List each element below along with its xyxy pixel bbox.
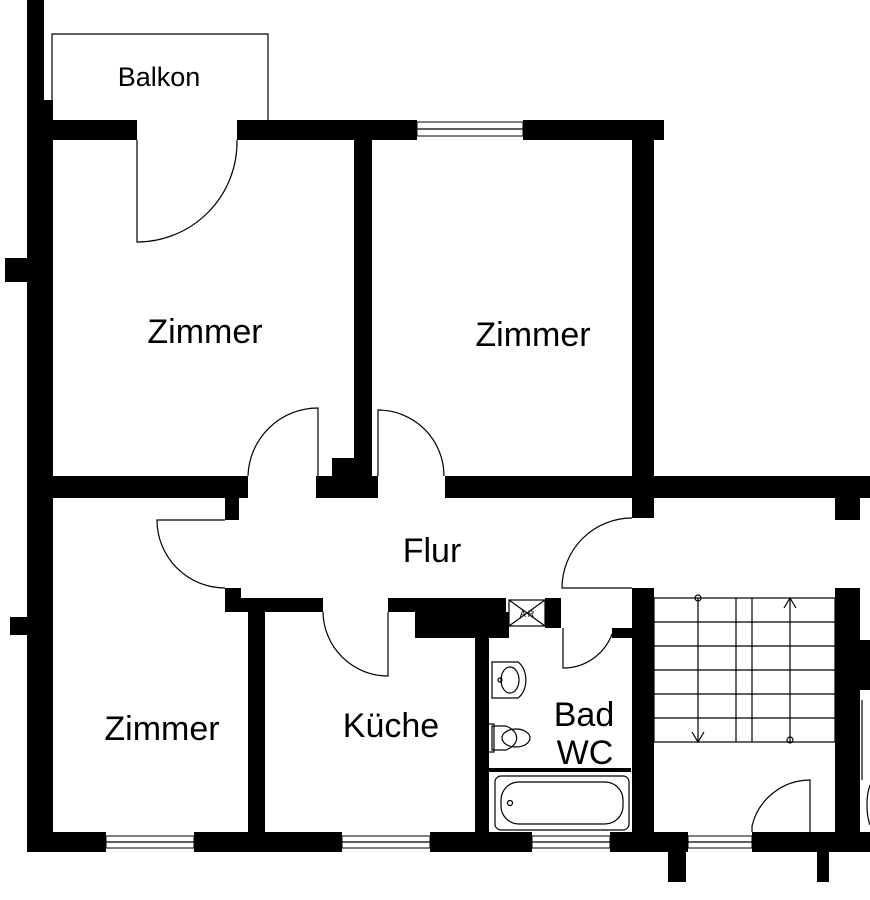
wall-hall-south-a <box>241 598 323 612</box>
stair-treads <box>654 621 835 719</box>
door-kitchen <box>322 611 389 677</box>
label-room-bottom-left: Zimmer <box>104 710 219 748</box>
wall-bath-tub-edge <box>489 768 631 772</box>
bath-fixtures: A R <box>487 599 630 831</box>
wall-stub-left-lower <box>10 617 27 635</box>
wall-jamb-hall-sw <box>225 588 241 612</box>
sink-icon <box>491 661 527 699</box>
door-room-top-left <box>247 407 319 477</box>
label-room-top-right: Zimmer <box>475 316 590 354</box>
wall-stair-north-stub <box>835 498 860 520</box>
top-wall-c <box>523 120 664 140</box>
wall-hall-south-b <box>388 598 506 612</box>
stair-arrow-down-icon <box>691 731 705 744</box>
window-bottom-1 <box>105 835 195 849</box>
window-top <box>416 121 524 137</box>
stair-start-dot-right <box>786 736 794 744</box>
wall-stair-east-stub <box>860 640 870 690</box>
stairwell <box>653 594 870 826</box>
outer-wall-left-top <box>27 0 44 100</box>
window-bottom-4 <box>687 835 753 849</box>
bottom-wall-d <box>610 832 688 852</box>
wall-jamb-bath <box>545 598 561 628</box>
bathtub-icon <box>494 775 630 831</box>
label-kitchen: Küche <box>343 707 439 745</box>
door-room-top-right <box>377 409 445 477</box>
wall-bath-ne-stub <box>612 628 632 638</box>
label-hallway: Flur <box>403 532 462 570</box>
wall-hall-north-c <box>445 476 870 498</box>
walls <box>5 0 870 882</box>
bottom-wall-pier-left <box>668 852 686 882</box>
label-bath: Bad <box>554 696 615 734</box>
door-bath <box>562 628 613 669</box>
wall-kitchen-bath <box>475 612 489 834</box>
door-balcony <box>136 139 238 243</box>
room-labels: Balkon Zimmer Zimmer Flur Zimmer Küche B… <box>104 62 614 772</box>
bottom-wall-a <box>27 832 106 852</box>
window-bottom-2 <box>341 835 431 849</box>
wall-top-right-room-east <box>632 120 654 518</box>
bottom-wall-e <box>752 832 870 852</box>
bottom-wall-b <box>194 832 342 852</box>
door-entrance <box>751 779 811 832</box>
wall-room-kitchen <box>248 612 265 834</box>
balcony <box>51 33 269 122</box>
outer-wall-left <box>27 100 53 852</box>
wall-hall-north-a <box>53 476 248 498</box>
stair-arrow-up-icon <box>783 596 797 609</box>
top-wall-a <box>27 120 137 140</box>
wall-hall-south-block <box>415 612 477 638</box>
wall-stub-left-upper <box>5 258 27 282</box>
label-room-top-left: Zimmer <box>147 313 262 351</box>
wall-jamb-hall-west <box>225 498 239 520</box>
wall-stair-east <box>835 588 860 834</box>
stair-start-dot-left <box>694 594 702 602</box>
top-wall-b <box>237 120 417 140</box>
shower-tray: A R <box>508 599 546 627</box>
wall-between-rooms <box>354 140 372 498</box>
door-room-bottom-left <box>156 519 226 589</box>
shower-tray-label: A R <box>520 609 535 619</box>
door-stairwell <box>561 517 633 589</box>
windows <box>105 121 753 849</box>
label-wc: WC <box>557 734 614 772</box>
wall-bath-north-stub <box>489 612 509 638</box>
bottom-wall-c <box>430 832 532 852</box>
neighbour-fixture-edge <box>866 784 870 826</box>
wall-hall-north-b <box>316 476 378 498</box>
label-balcony: Balkon <box>118 62 201 92</box>
bottom-wall-pier-right <box>817 852 829 882</box>
window-bottom-3 <box>531 835 611 849</box>
doors <box>136 139 811 832</box>
wall-bath-stair <box>632 588 654 834</box>
toilet-icon <box>487 723 531 753</box>
